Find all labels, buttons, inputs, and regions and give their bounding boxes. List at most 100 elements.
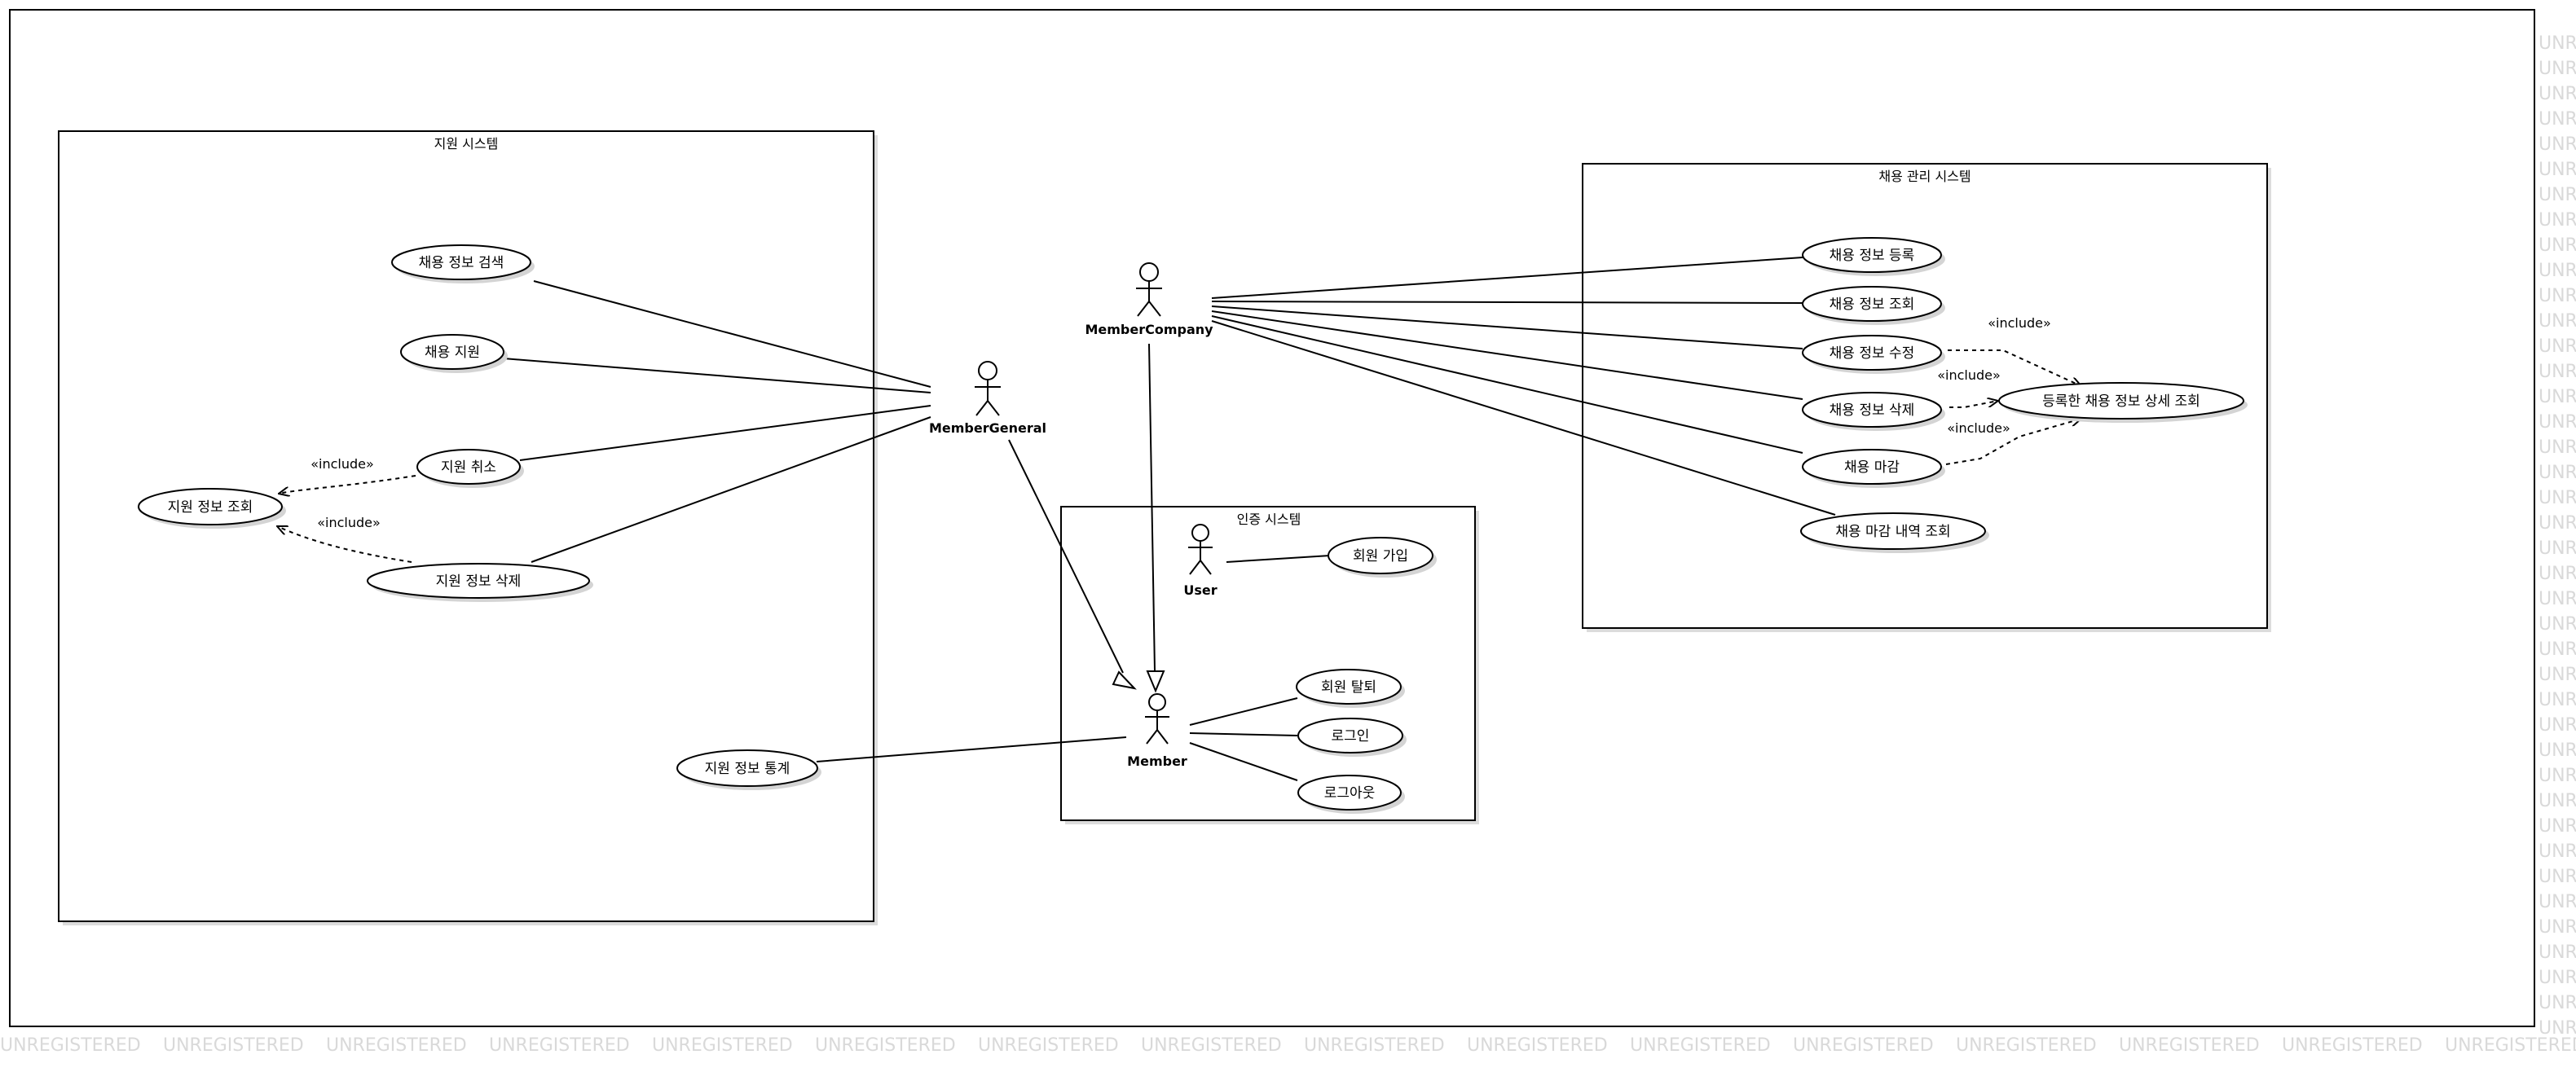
watermark-text: UNREGISTERED (2539, 286, 2576, 306)
usecase-delete-job[interactable]: 채용 정보 삭제 (1802, 392, 1945, 431)
usecase-view-application[interactable]: 지원 정보 조회 (138, 488, 286, 529)
usecase-view-closed-jobs-label: 채용 마감 내역 조회 (1835, 524, 1950, 540)
watermark-text: UNREGISTERED (652, 1035, 793, 1056)
watermark-text: UNREGISTERED (2539, 160, 2576, 180)
watermark-text: UNREGISTERED (2539, 690, 2576, 710)
associations (503, 257, 1836, 781)
usecase-view-closed-jobs[interactable]: 채용 마감 내역 조회 (1800, 512, 1989, 553)
assoc-edit-job (1211, 305, 1803, 349)
watermark-text: UNREGISTERED (2539, 463, 2576, 483)
actor-user-figure (1188, 524, 1213, 575)
usecase-view-registered-detail-label: 등록한 채용 정보 상세 조회 (2042, 393, 2200, 410)
usecase-apply-label: 채용 지원 (425, 345, 480, 361)
include-cancel-to-view (279, 475, 416, 494)
assoc-closed-history (1211, 320, 1836, 516)
watermark-text: UNREGISTERED (2539, 185, 2576, 205)
watermark-text: UNREGISTERED (2539, 261, 2576, 281)
generalization-member-general-line (1008, 439, 1124, 674)
assoc-login (1189, 732, 1298, 736)
usecase-edit-job-label: 채용 정보 수정 (1830, 345, 1915, 362)
watermark-text: UNREGISTERED (2539, 715, 2576, 736)
watermark-text: UNREGISTERED (2539, 917, 2576, 938)
watermark-text: UNREGISTERED (2539, 639, 2576, 660)
watermark-text: UNREGISTERED (2539, 134, 2576, 155)
assoc-register-job (1211, 257, 1803, 299)
watermark-text: UNREGISTERED (2539, 362, 2576, 382)
usecase-delete-application-label: 지원 정보 삭제 (436, 573, 522, 590)
generalization-member-general-head (1112, 670, 1137, 690)
usecase-logout-label: 로그아웃 (1324, 785, 1376, 802)
usecase-login[interactable]: 로그인 (1297, 718, 1407, 757)
watermark-text: UNREGISTERED (2539, 867, 2576, 887)
usecase-sign-up-label: 회원 가입 (1353, 548, 1408, 565)
assoc-logout (1189, 742, 1298, 781)
usecase-login-label: 로그인 (1332, 728, 1370, 745)
usecase-close-job-label: 채용 마감 (1844, 459, 1900, 476)
generalization-member-company-line (1148, 343, 1156, 672)
actor-member-company-figure (1136, 262, 1162, 317)
watermark-text: UNREGISTERED (2539, 235, 2576, 256)
usecase-cancel-application[interactable]: 지원 취소 (416, 449, 524, 488)
actor-member-general-figure (975, 361, 1001, 416)
watermark-text: UNREGISTERED (326, 1035, 467, 1056)
watermark-text: UNREGISTERED (2539, 993, 2576, 1013)
usecase-withdraw-label: 회원 탈퇴 (1321, 679, 1376, 696)
generalizations (1008, 343, 1165, 693)
system-application-title: 지원 시스템 (434, 136, 499, 152)
usecase-edit-job[interactable]: 채용 정보 수정 (1802, 335, 1945, 374)
include-label-2: «include» (317, 515, 381, 530)
watermark-text: UNREGISTERED (1304, 1035, 1445, 1056)
watermark-text: UNREGISTERED (489, 1035, 630, 1056)
generalization-member-company-head (1146, 670, 1165, 693)
actor-member[interactable]: Member (1127, 693, 1187, 769)
actor-member-company-label: MemberCompany (1085, 322, 1213, 337)
include-close-to-detail (1945, 419, 2081, 465)
usecase-close-job[interactable]: 채용 마감 (1802, 449, 1945, 488)
usecase-application-stats[interactable]: 지원 정보 통계 (676, 749, 821, 790)
assoc-delete-application (531, 416, 931, 563)
watermark-text: UNREGISTERED (2539, 740, 2576, 761)
watermark-text: UNREGISTERED (2539, 614, 2576, 635)
include-dependencies: «include» «include» «include» «include» … (277, 315, 2081, 563)
usecase-search-jobs[interactable]: 채용 정보 검색 (391, 244, 535, 283)
usecase-logout[interactable]: 로그아웃 (1297, 775, 1405, 814)
assoc-apply (503, 358, 931, 393)
include-label-1: «include» (310, 456, 374, 472)
include-label-3: «include» (1988, 315, 2051, 331)
usecase-delete-application[interactable]: 지원 정보 삭제 (367, 563, 593, 602)
include-label-5: «include» (1947, 420, 2010, 436)
watermark-text: UNREGISTERED (2539, 336, 2576, 357)
usecase-apply[interactable]: 채용 지원 (400, 334, 508, 373)
usecase-view-job[interactable]: 채용 정보 조회 (1802, 286, 1945, 325)
watermark-text: UNREGISTERED (2119, 1035, 2260, 1056)
watermark-text: UNREGISTERED (2445, 1035, 2576, 1056)
usecase-application-stats-label: 지원 정보 통계 (705, 761, 790, 777)
watermark-text: UNREGISTERED (2539, 841, 2576, 862)
actor-member-general[interactable]: MemberGeneral (929, 361, 1046, 436)
watermark-text: UNREGISTERED (2539, 1018, 2576, 1039)
assoc-close-job (1211, 315, 1803, 454)
actor-user[interactable]: User (1183, 524, 1218, 598)
usecase-view-registered-detail[interactable]: 등록한 채용 정보 상세 조회 (1998, 382, 2248, 423)
usecase-view-job-label: 채용 정보 조회 (1830, 297, 1915, 313)
usecase-register-job[interactable]: 채용 정보 등록 (1802, 237, 1945, 276)
watermark-text: UNREGISTERED (2539, 942, 2576, 963)
assoc-cancel (519, 405, 931, 461)
watermark-text: UNREGISTERED (1630, 1035, 1771, 1056)
assoc-stats (816, 736, 1127, 762)
usecase-delete-job-label: 채용 정보 삭제 (1830, 402, 1915, 419)
watermark-text: UNREGISTERED (2539, 968, 2576, 988)
watermark-text: UNREGISTERED (2539, 387, 2576, 407)
watermark-text: UNREGISTERED (2539, 816, 2576, 837)
watermark-layer: UNREGISTERED UNREGISTERED UNREGISTERED UNRE… (0, 33, 2576, 1056)
assoc-search-jobs (533, 280, 931, 388)
watermark-text: UNREGISTERED (2539, 766, 2576, 786)
assoc-delete-job (1211, 310, 1803, 400)
usecase-withdraw[interactable]: 회원 탈퇴 (1296, 669, 1405, 708)
actor-member-company[interactable]: MemberCompany (1085, 262, 1213, 337)
usecase-sign-up[interactable]: 회원 가입 (1328, 537, 1437, 578)
watermark-text: UNREGISTERED (2539, 791, 2576, 811)
watermark-text: UNREGISTERED (2539, 513, 2576, 534)
